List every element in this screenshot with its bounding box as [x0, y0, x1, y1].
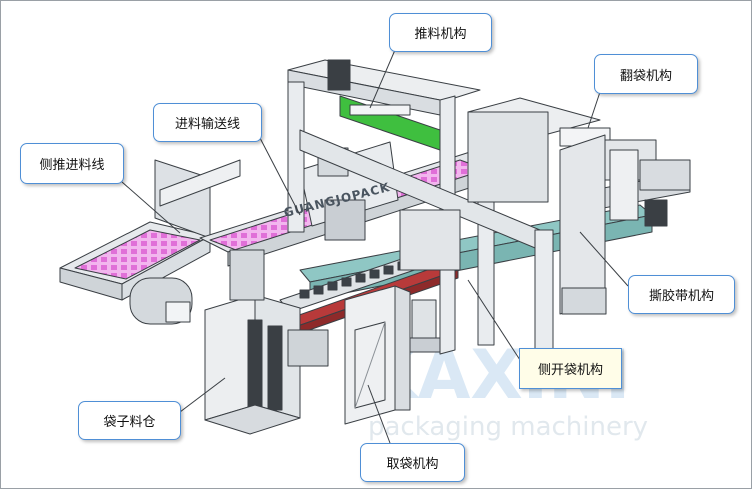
- bag-magazine-body: [204, 249, 301, 435]
- bag-pick-mechanism-body: [287, 285, 411, 425]
- side-open-bag-mechanism-body: [399, 209, 461, 353]
- leader-push-mechanism: [369, 49, 396, 109]
- label-side-open-bag-mechanism: 侧开袋机构: [519, 348, 622, 389]
- push-mechanism-gantry: [287, 59, 554, 356]
- bag-flip-mechanism-body: [467, 97, 691, 227]
- machine-assembly: GUANGJOPACK: [59, 59, 691, 435]
- leader-side-push: [121, 181, 181, 234]
- label-bag-pick-mechanism: 取袋机构: [360, 443, 465, 482]
- label-push-mechanism: 推料机构: [389, 13, 492, 52]
- leader-feed-conveyor: [259, 137, 301, 216]
- leader-side-open-bag: [467, 279, 521, 361]
- side-push-feed-line-body: [59, 159, 241, 325]
- label-side-push-feed-line: 侧推进料线: [20, 143, 124, 184]
- label-tape-tear-mechanism: 撕胶带机构: [628, 275, 735, 314]
- label-bag-flip-mechanism: 翻袋机构: [594, 54, 698, 94]
- label-feed-conveyor: 进料输送线: [153, 103, 262, 142]
- leader-bag-pick: [367, 384, 391, 444]
- watermark-tagline: packaging machinery: [368, 412, 648, 442]
- leader-bag-flip: [587, 91, 601, 129]
- leader-lines: [121, 49, 629, 444]
- tape-tear-mechanism-body: [559, 134, 639, 315]
- leader-tape-tear: [579, 231, 629, 287]
- leader-bag-magazine: [179, 377, 226, 413]
- label-bag-magazine: 袋子料仓: [78, 401, 181, 440]
